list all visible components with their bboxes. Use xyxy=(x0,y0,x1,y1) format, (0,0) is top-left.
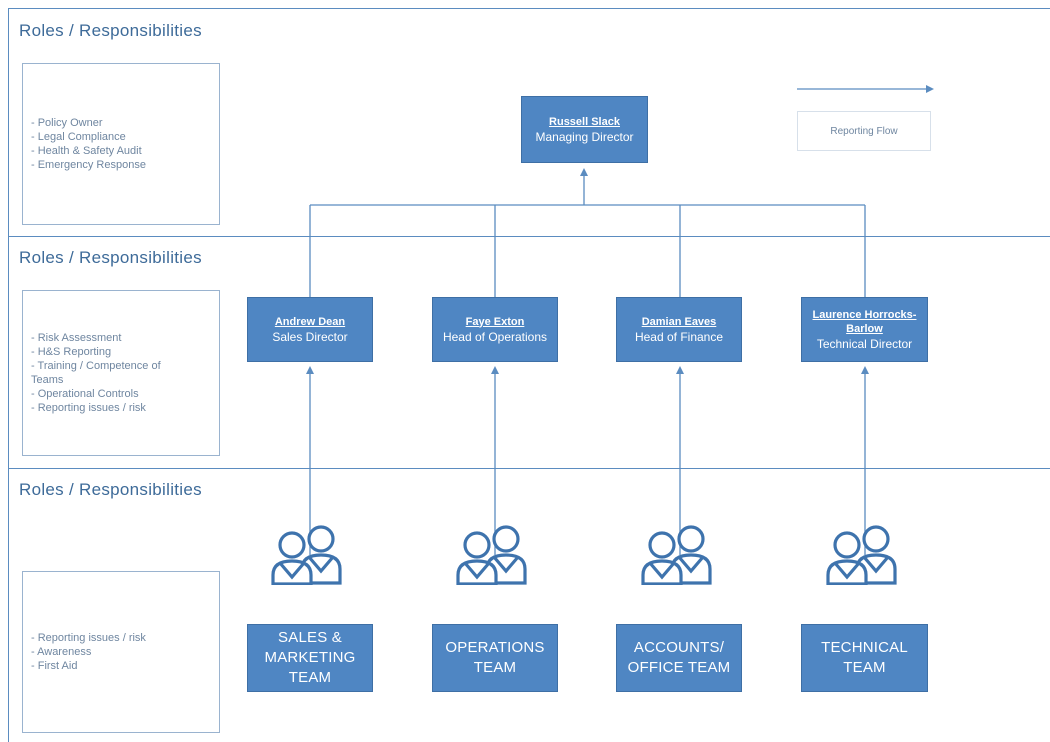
responsibility-item: - Reporting issues / risk xyxy=(31,632,146,644)
band-title: Roles / Responsibilities xyxy=(19,480,202,499)
managing-director-node[interactable]: Russell Slack Managing Director xyxy=(521,96,648,163)
responsibilities-box-middle: - Risk Assessment - H&S Reporting - Trai… xyxy=(22,290,220,456)
band-title: Roles / Responsibilities xyxy=(19,21,202,40)
band-bottom: Roles / Responsibilities xyxy=(8,468,1050,742)
legend-box: Reporting Flow xyxy=(797,111,931,151)
manager-node-finance[interactable]: Damian Eaves Head of Finance xyxy=(616,297,742,362)
people-icon xyxy=(826,525,897,585)
manager-node-technical[interactable]: Laurence Horrocks-Barlow Technical Direc… xyxy=(801,297,928,362)
legend-label: Reporting Flow xyxy=(830,125,898,137)
people-icon xyxy=(271,525,342,585)
node-role: Technical Director xyxy=(816,336,913,351)
responsibilities-box-bottom: - Reporting issues / risk - Awareness - … xyxy=(22,571,220,733)
responsibility-item: - Reporting issues / risk xyxy=(31,402,146,414)
node-name[interactable]: Damian Eaves xyxy=(641,315,717,328)
band-top: Roles / Responsibilities xyxy=(8,8,1050,236)
team-label: TECHNICAL TEAM xyxy=(821,639,908,676)
people-icon xyxy=(456,525,527,585)
node-role: Head of Operations xyxy=(442,329,548,344)
team-node-accounts-office[interactable]: ACCOUNTS/ OFFICE TEAM xyxy=(616,624,742,692)
responsibility-item: - Legal Compliance xyxy=(31,131,126,143)
team-node-operations[interactable]: OPERATIONS TEAM xyxy=(432,624,558,692)
band-middle: Roles / Responsibilities xyxy=(8,236,1050,468)
node-role: Managing Director xyxy=(535,129,634,144)
manager-node-operations[interactable]: Faye Exton Head of Operations xyxy=(432,297,558,362)
node-name[interactable]: Andrew Dean xyxy=(274,315,346,328)
responsibility-item: - Policy Owner xyxy=(31,117,103,129)
node-name[interactable]: Laurence Horrocks-Barlow xyxy=(812,308,917,335)
node-name[interactable]: Faye Exton xyxy=(465,315,525,328)
responsibility-item: - Operational Controls xyxy=(31,388,139,400)
team-label: ACCOUNTS/ OFFICE TEAM xyxy=(627,639,731,676)
responsibility-item: - Health & Safety Audit xyxy=(31,145,142,157)
band-title: Roles / Responsibilities xyxy=(19,248,202,267)
people-icon xyxy=(641,525,712,585)
responsibilities-box-top: - Policy Owner - Legal Compliance - Heal… xyxy=(22,63,220,225)
team-label: OPERATIONS TEAM xyxy=(445,639,545,676)
responsibility-item: - Awareness xyxy=(31,646,92,658)
node-role: Sales Director xyxy=(272,329,348,344)
responsibility-item: - Emergency Response xyxy=(31,159,146,171)
team-node-sales-marketing[interactable]: SALES & MARKETING TEAM xyxy=(247,624,373,692)
manager-node-sales[interactable]: Andrew Dean Sales Director xyxy=(247,297,373,362)
responsibility-item: - Risk Assessment xyxy=(31,332,122,344)
node-name[interactable]: Russell Slack xyxy=(549,115,620,128)
team-node-technical[interactable]: TECHNICAL TEAM xyxy=(801,624,928,692)
responsibility-item: - Training / Competence of Teams xyxy=(31,360,161,386)
node-role: Head of Finance xyxy=(634,329,724,344)
responsibility-item: - First Aid xyxy=(31,660,78,672)
team-label: SALES & MARKETING TEAM xyxy=(264,629,356,686)
responsibility-item: - H&S Reporting xyxy=(31,346,112,358)
